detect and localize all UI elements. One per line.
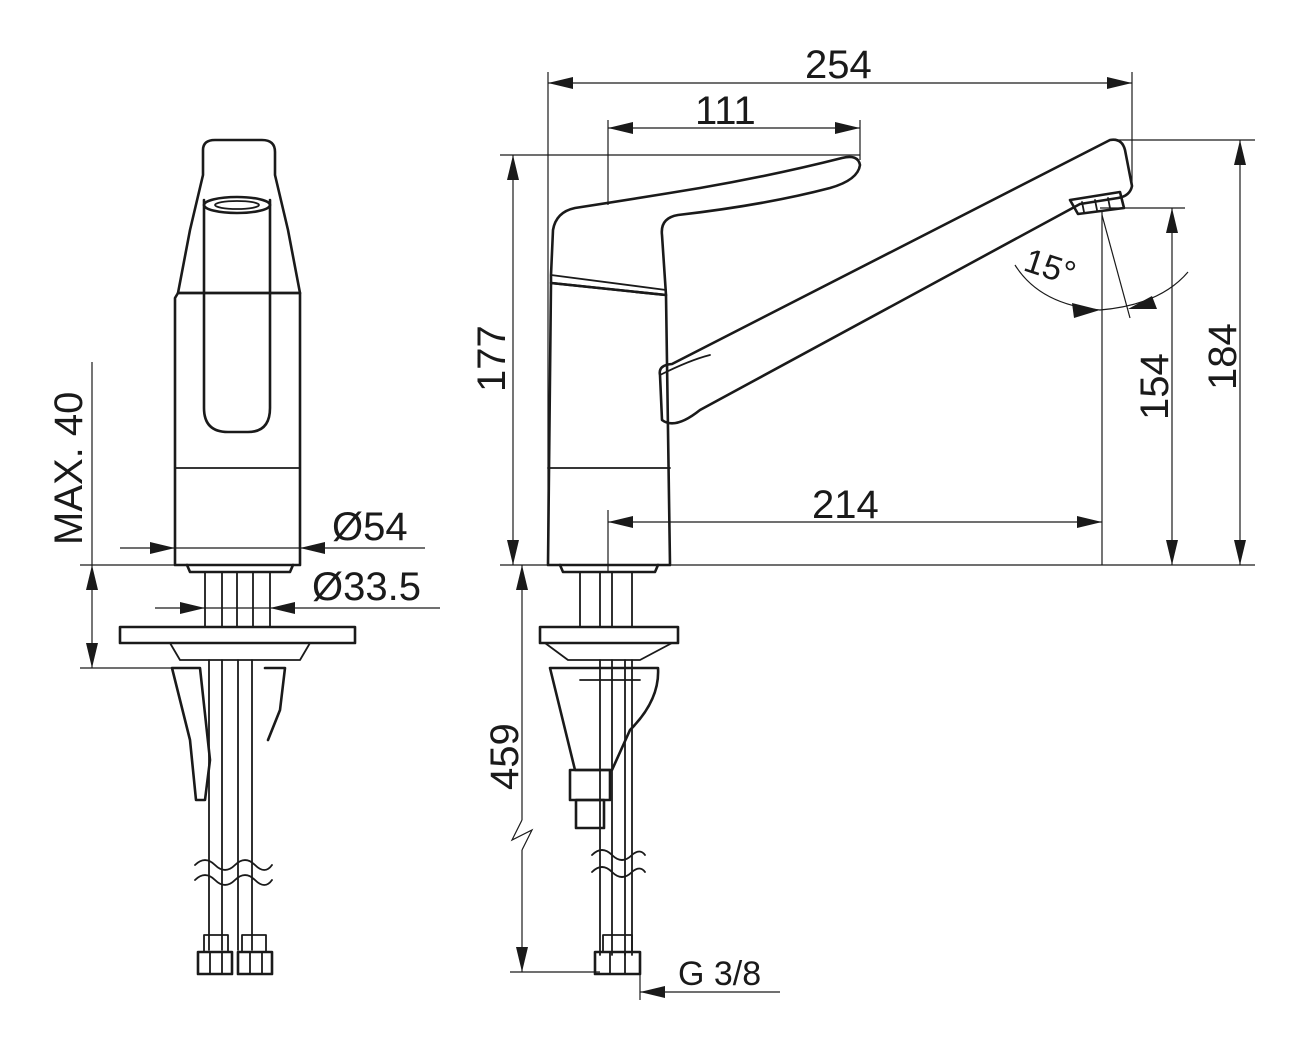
- label-base-diameter: Ø54: [332, 505, 408, 549]
- label-swivel-angle: 15°: [1020, 241, 1081, 293]
- front-view: [118, 138, 357, 976]
- front-dimensions: MAX. 40 Ø54 Ø33.5: [47, 362, 440, 669]
- label-connection-thread: G 3/8: [678, 955, 761, 993]
- front-body: [173, 291, 302, 567]
- label-max-deck-thickness: MAX. 40: [47, 392, 91, 545]
- front-lever-opening: [202, 195, 272, 215]
- side-lever: [549, 155, 862, 297]
- front-hose-nut-right: [236, 950, 274, 976]
- side-body: [546, 281, 672, 567]
- label-body-height: 177: [470, 325, 514, 392]
- label-spout-reach: 214: [812, 483, 879, 527]
- front-mounting-plate: [118, 625, 357, 645]
- front-bracket: [170, 666, 212, 802]
- front-lever: [176, 138, 302, 295]
- label-hose-length: 459: [483, 723, 527, 790]
- label-overall-length: 254: [805, 43, 872, 87]
- side-mounting-plate: [538, 625, 680, 645]
- side-bracket: [548, 666, 660, 772]
- label-shank-diameter: Ø33.5: [312, 565, 421, 609]
- side-dimensions: 254 111 177 214 154 184: [470, 43, 1255, 1000]
- front-hose-nut-left: [196, 950, 234, 976]
- side-hose-nut: [593, 950, 642, 976]
- side-spout: [658, 138, 1134, 425]
- label-outlet-height: 154: [1133, 353, 1177, 420]
- front-body-slot: [202, 198, 272, 434]
- label-total-height: 184: [1201, 323, 1245, 390]
- label-lever-length: 111: [695, 89, 756, 133]
- side-shank: [579, 571, 633, 628]
